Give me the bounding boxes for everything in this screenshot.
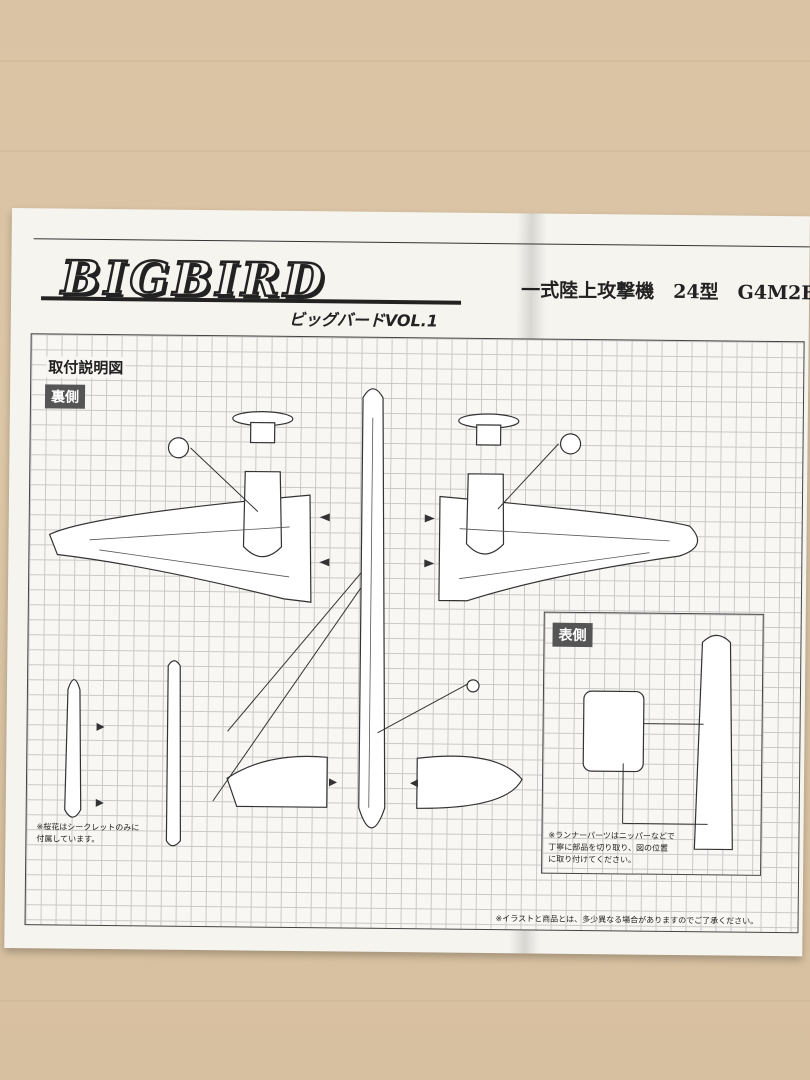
arrow-icon [96, 722, 105, 731]
instruction-sheet: BIGBIRD ビッグバードVOL.1 一式陸上攻撃機 24型 G4M2E 取付… [4, 208, 810, 957]
strut-part [165, 660, 181, 847]
right-nacelle-part [465, 473, 505, 555]
arrow-icon [409, 779, 419, 788]
left-wheel-part [167, 437, 190, 459]
tail-wheel-part [466, 679, 480, 693]
aircraft-drawing [48, 388, 699, 847]
right-wheel-part [559, 433, 582, 455]
arrow-icon [319, 558, 330, 567]
left-spinner-part [249, 421, 276, 444]
runner-note: ※ランナーパーツはニッパーなどで 丁寧に部品を切り取り、図の位置 に取り付けてく… [548, 830, 675, 865]
arrow-icon [424, 514, 435, 523]
wood-grain [0, 1000, 810, 1002]
arrow-icon [95, 798, 104, 807]
arrow-icon [328, 778, 338, 787]
front-fuselage-part [693, 634, 733, 851]
logo-subtitle: ビッグバードVOL.1 [288, 309, 439, 331]
ohka-part [64, 679, 82, 818]
arrow-icon [424, 559, 435, 568]
right-tailplane-part [416, 755, 523, 809]
arrow-icon [319, 513, 330, 522]
front-fuselage-drawing [582, 634, 733, 851]
front-side-panel: 表側 ※ランナーパーツはニッパーなどで 丁寧に部品を切り取り、図の位置 に取り付… [541, 611, 764, 876]
left-nacelle-part [242, 470, 283, 558]
assembly-diagram: 取付説明図 裏側 [24, 333, 805, 934]
wood-grain [0, 60, 810, 62]
left-tailplane-part [226, 755, 328, 808]
sakura-note: ※桜花はシークレットのみに 付属しています。 [36, 822, 140, 844]
fuselage-part [358, 388, 386, 829]
runner-part [582, 690, 645, 773]
model-name: 一式陸上攻撃機 24型 G4M2E [521, 279, 810, 305]
right-spinner-part [475, 424, 502, 446]
wood-grain [0, 150, 810, 152]
header-rule [33, 238, 810, 248]
